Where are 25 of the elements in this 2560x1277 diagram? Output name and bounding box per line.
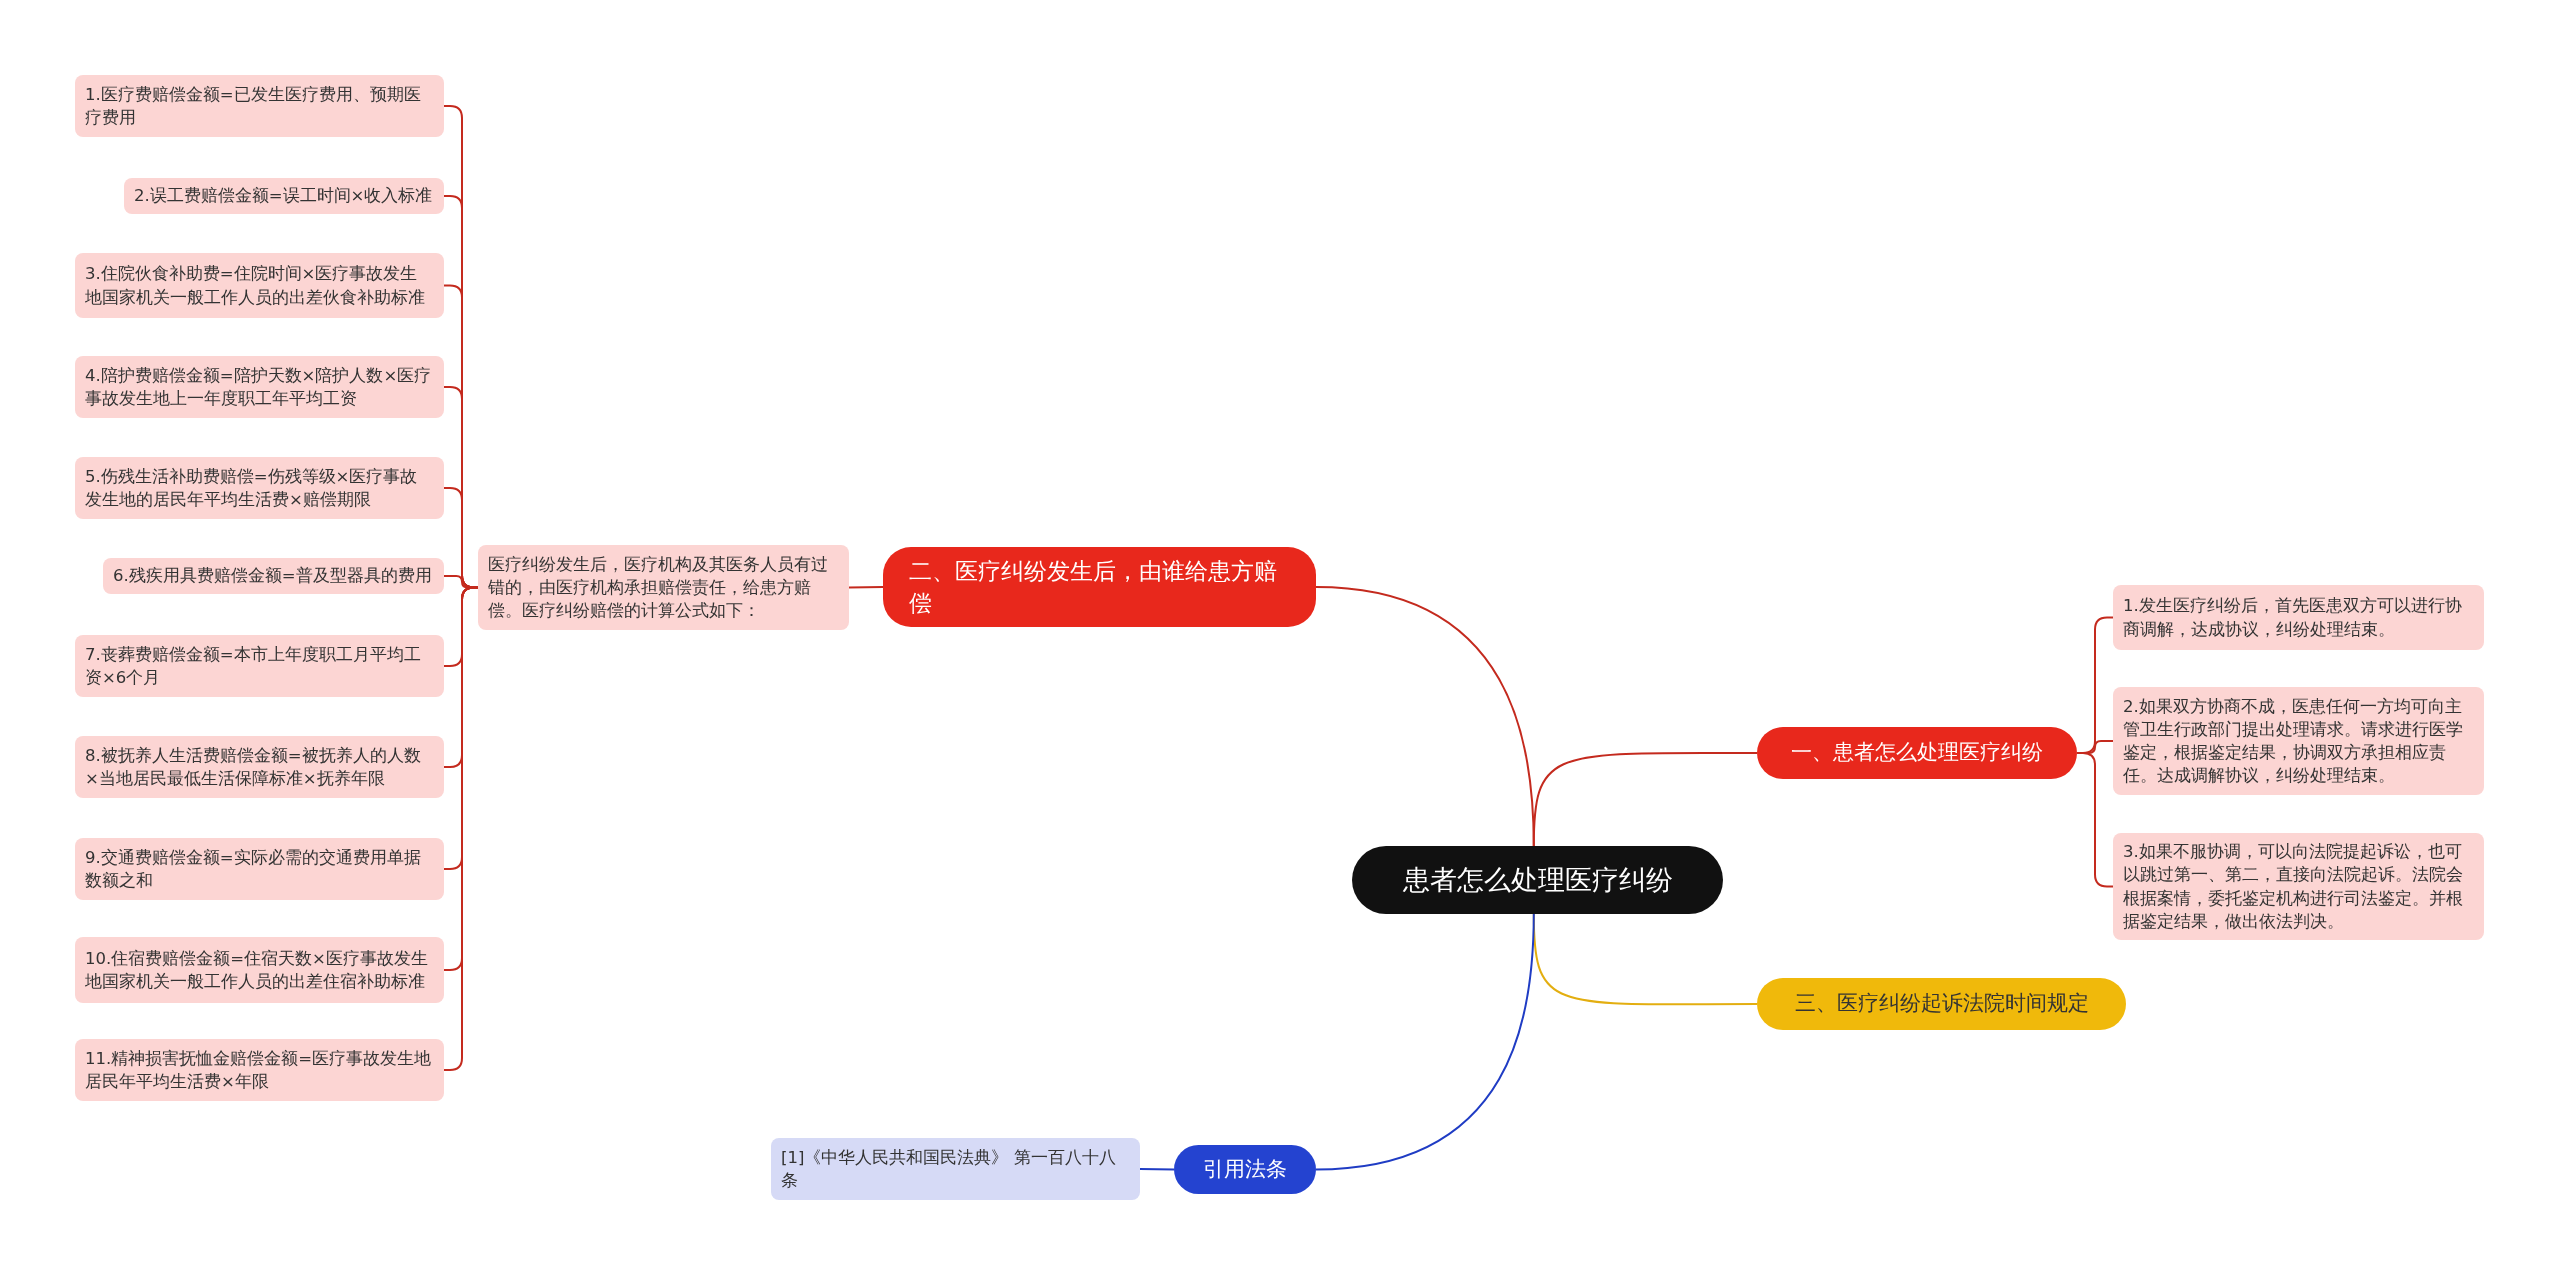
connector-line — [1139, 1168, 1175, 1171]
text-card: 2.误工费赔偿金额=误工时间×收入标准 — [124, 178, 444, 214]
text-card: 7.丧葬费赔偿金额=本市上年度职工月平均工资×6个月 — [75, 635, 444, 697]
text-card: 3.住院伙食补助费=住院时间×医疗事故发生地国家机关一般工作人员的出差伙食补助标准 — [75, 253, 444, 318]
text-card: 医疗纠纷发生后，医疗机构及其医务人员有过错的，由医疗机构承担赔偿责任，给患方赔偿。医疗纠纷赔偿的计算公式如下： — [478, 545, 849, 630]
text-card: 8.被抚养人生活费赔偿金额=被抚养人的人数×当地居民最低生活保障标准×抚养年限 — [75, 736, 444, 798]
text-card: [1]《中华人民共和国民法典》 第一百八十八条 — [771, 1138, 1140, 1200]
connector-line — [1315, 913, 1535, 1171]
text-card: 5.伤残生活补助费赔偿=伤残等级×医疗事故发生地的居民年平均生活费×赔偿期限 — [75, 457, 444, 519]
text-card: 3.如果不服协调，可以向法院提起诉讼，也可以跳过第一、第二，直接向法院起诉。法院会根据案情，委托鉴定机构进行司法鉴定。并根据鉴定结果，做出依法判决。 — [2113, 833, 2484, 940]
topic-pill: 引用法条 — [1174, 1145, 1316, 1194]
topic-pill: 患者怎么处理医疗纠纷 — [1352, 846, 1723, 914]
connector-line — [1315, 586, 1535, 847]
text-card: 10.住宿费赔偿金额=住宿天数×医疗事故发生地国家机关一般工作人员的出差住宿补助标准 — [75, 937, 444, 1003]
topic-pill: 二、医疗纠纷发生后，由谁给患方赔偿 — [883, 547, 1316, 627]
text-card: 11.精神损害抚恤金赔偿金额=医疗事故发生地居民年平均生活费×年限 — [75, 1039, 444, 1101]
text-card: 6.残疾用具费赔偿金额=普及型器具的费用 — [103, 558, 444, 594]
text-card: 9.交通费赔偿金额=实际必需的交通费用单据数额之和 — [75, 838, 444, 900]
text-card: 4.陪护费赔偿金额=陪护天数×陪护人数×医疗事故发生地上一年度职工年平均工资 — [75, 356, 444, 418]
text-card: 1.发生医疗纠纷后，首先医患双方可以进行协商调解，达成协议，纠纷处理结束。 — [2113, 585, 2484, 650]
connector-line — [848, 586, 884, 589]
topic-pill: 三、医疗纠纷起诉法院时间规定 — [1757, 978, 2126, 1030]
text-card: 1.医疗费赔偿金额=已发生医疗费用、预期医疗费用 — [75, 75, 444, 137]
topic-pill: 一、患者怎么处理医疗纠纷 — [1757, 727, 2077, 779]
text-card: 2.如果双方协商不成，医患任何一方均可向主管卫生行政部门提出处理请求。请求进行医学鉴定，根据鉴定结果，协调双方承担相应责任。达成调解协议，纠纷处理结束。 — [2113, 687, 2484, 795]
